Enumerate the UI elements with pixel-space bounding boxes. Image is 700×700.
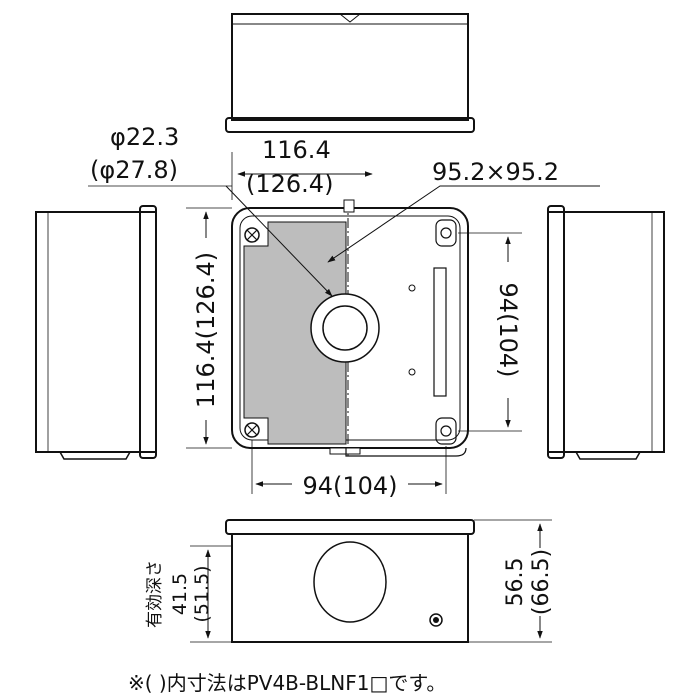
- width-top-label: 116.4: [262, 136, 331, 164]
- right-side-view: [547, 205, 665, 460]
- section-shading: [243, 221, 347, 445]
- depth-outer-label: 56.5: [503, 558, 528, 607]
- knockout-inner: [322, 305, 368, 351]
- front-elevation: [225, 519, 475, 643]
- depth-inner-alt-label: (51.5): [191, 565, 213, 622]
- screw-bottom-left: [244, 422, 260, 438]
- left-side-view: [35, 205, 157, 460]
- height-left-label: 116.4(126.4): [192, 252, 220, 408]
- footnote: ※( )内寸法はPV4B-BLNF1□です。: [128, 671, 446, 695]
- plan-view: [231, 199, 469, 457]
- hole-diameter-label: φ22.3: [110, 123, 179, 151]
- hole-diameter-alt-label: (φ27.8): [90, 156, 178, 184]
- pitch-right-label: 94(104): [494, 282, 522, 377]
- dimension-lines: [88, 152, 600, 643]
- depth-inner-label: 41.5: [169, 573, 191, 615]
- screw-top-left: [244, 227, 260, 243]
- elevation-knockout: [313, 541, 387, 623]
- top-view: [225, 13, 475, 133]
- pitch-bottom-label: 94(104): [302, 472, 397, 500]
- width-top-alt-label: (126.4): [246, 170, 333, 198]
- inner-square-label: 95.2×95.2: [432, 158, 559, 186]
- depth-label: 有効深さ: [145, 560, 165, 628]
- depth-outer-alt-label: (66.5): [529, 549, 554, 615]
